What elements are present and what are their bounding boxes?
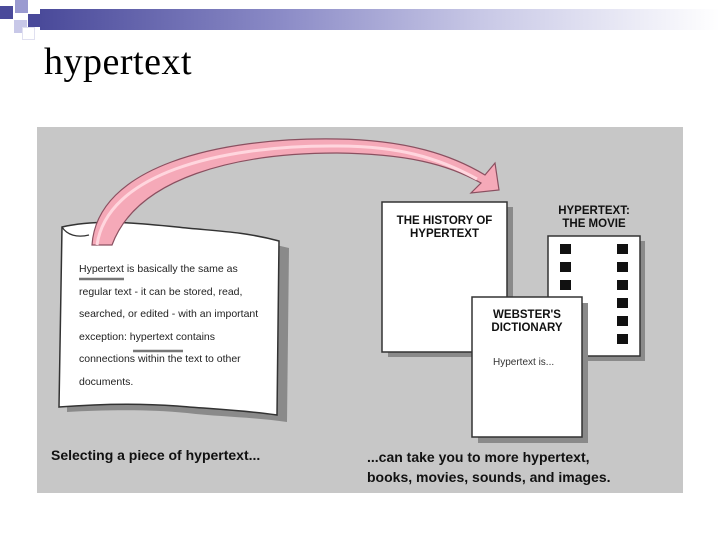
dictionary-title-line: WEBSTER'S	[493, 309, 561, 321]
page-line: connections within the text to other	[79, 353, 241, 365]
dictionary-doc	[471, 296, 583, 438]
page-line: documents.	[79, 375, 134, 388]
page-line: searched, or edited - with an important	[79, 308, 259, 320]
diagram-graphics	[58, 138, 645, 443]
history-title-line: HYPERTEXT	[409, 228, 479, 240]
hypertext-diagram: Hypertext is basically the same as regul…	[37, 127, 683, 493]
caption-right: ...can take you to more hypertext, books…	[367, 447, 611, 487]
dictionary-doc-title: WEBSTER'S DICTIONARY	[472, 309, 582, 335]
caption-left: Selecting a piece of hypertext...	[51, 447, 261, 463]
link-arrow	[91, 138, 500, 246]
page-line: exception: hypertext contains	[79, 330, 215, 343]
movie-title-line: THE MOVIE	[562, 218, 626, 230]
movie-title-line: HYPERTEXT:	[558, 205, 630, 217]
dictionary-doc-body: Hypertext is...	[493, 357, 555, 368]
history-title-line: THE HISTORY OF	[396, 215, 493, 227]
title-bar-gradient	[40, 9, 720, 30]
corner-decoration	[0, 0, 60, 45]
page-curl	[61, 226, 90, 237]
caption-right-line: ...can take you to more hypertext,	[367, 449, 590, 465]
movie-doc-title: HYPERTEXT: THE MOVIE	[537, 205, 651, 231]
caption-right-line: books, movies, sounds, and images.	[367, 469, 611, 485]
left-page-text: Hypertext is basically the same as regul…	[79, 258, 299, 393]
left-page	[58, 221, 280, 416]
history-doc-title: THE HISTORY OF HYPERTEXT	[382, 215, 507, 241]
dictionary-title-line: DICTIONARY	[491, 322, 563, 334]
page-line: Hypertext is basically the same as	[79, 263, 238, 275]
slide-title: hypertext	[44, 41, 193, 83]
page-line: regular text - it can be stored, read,	[79, 285, 243, 298]
